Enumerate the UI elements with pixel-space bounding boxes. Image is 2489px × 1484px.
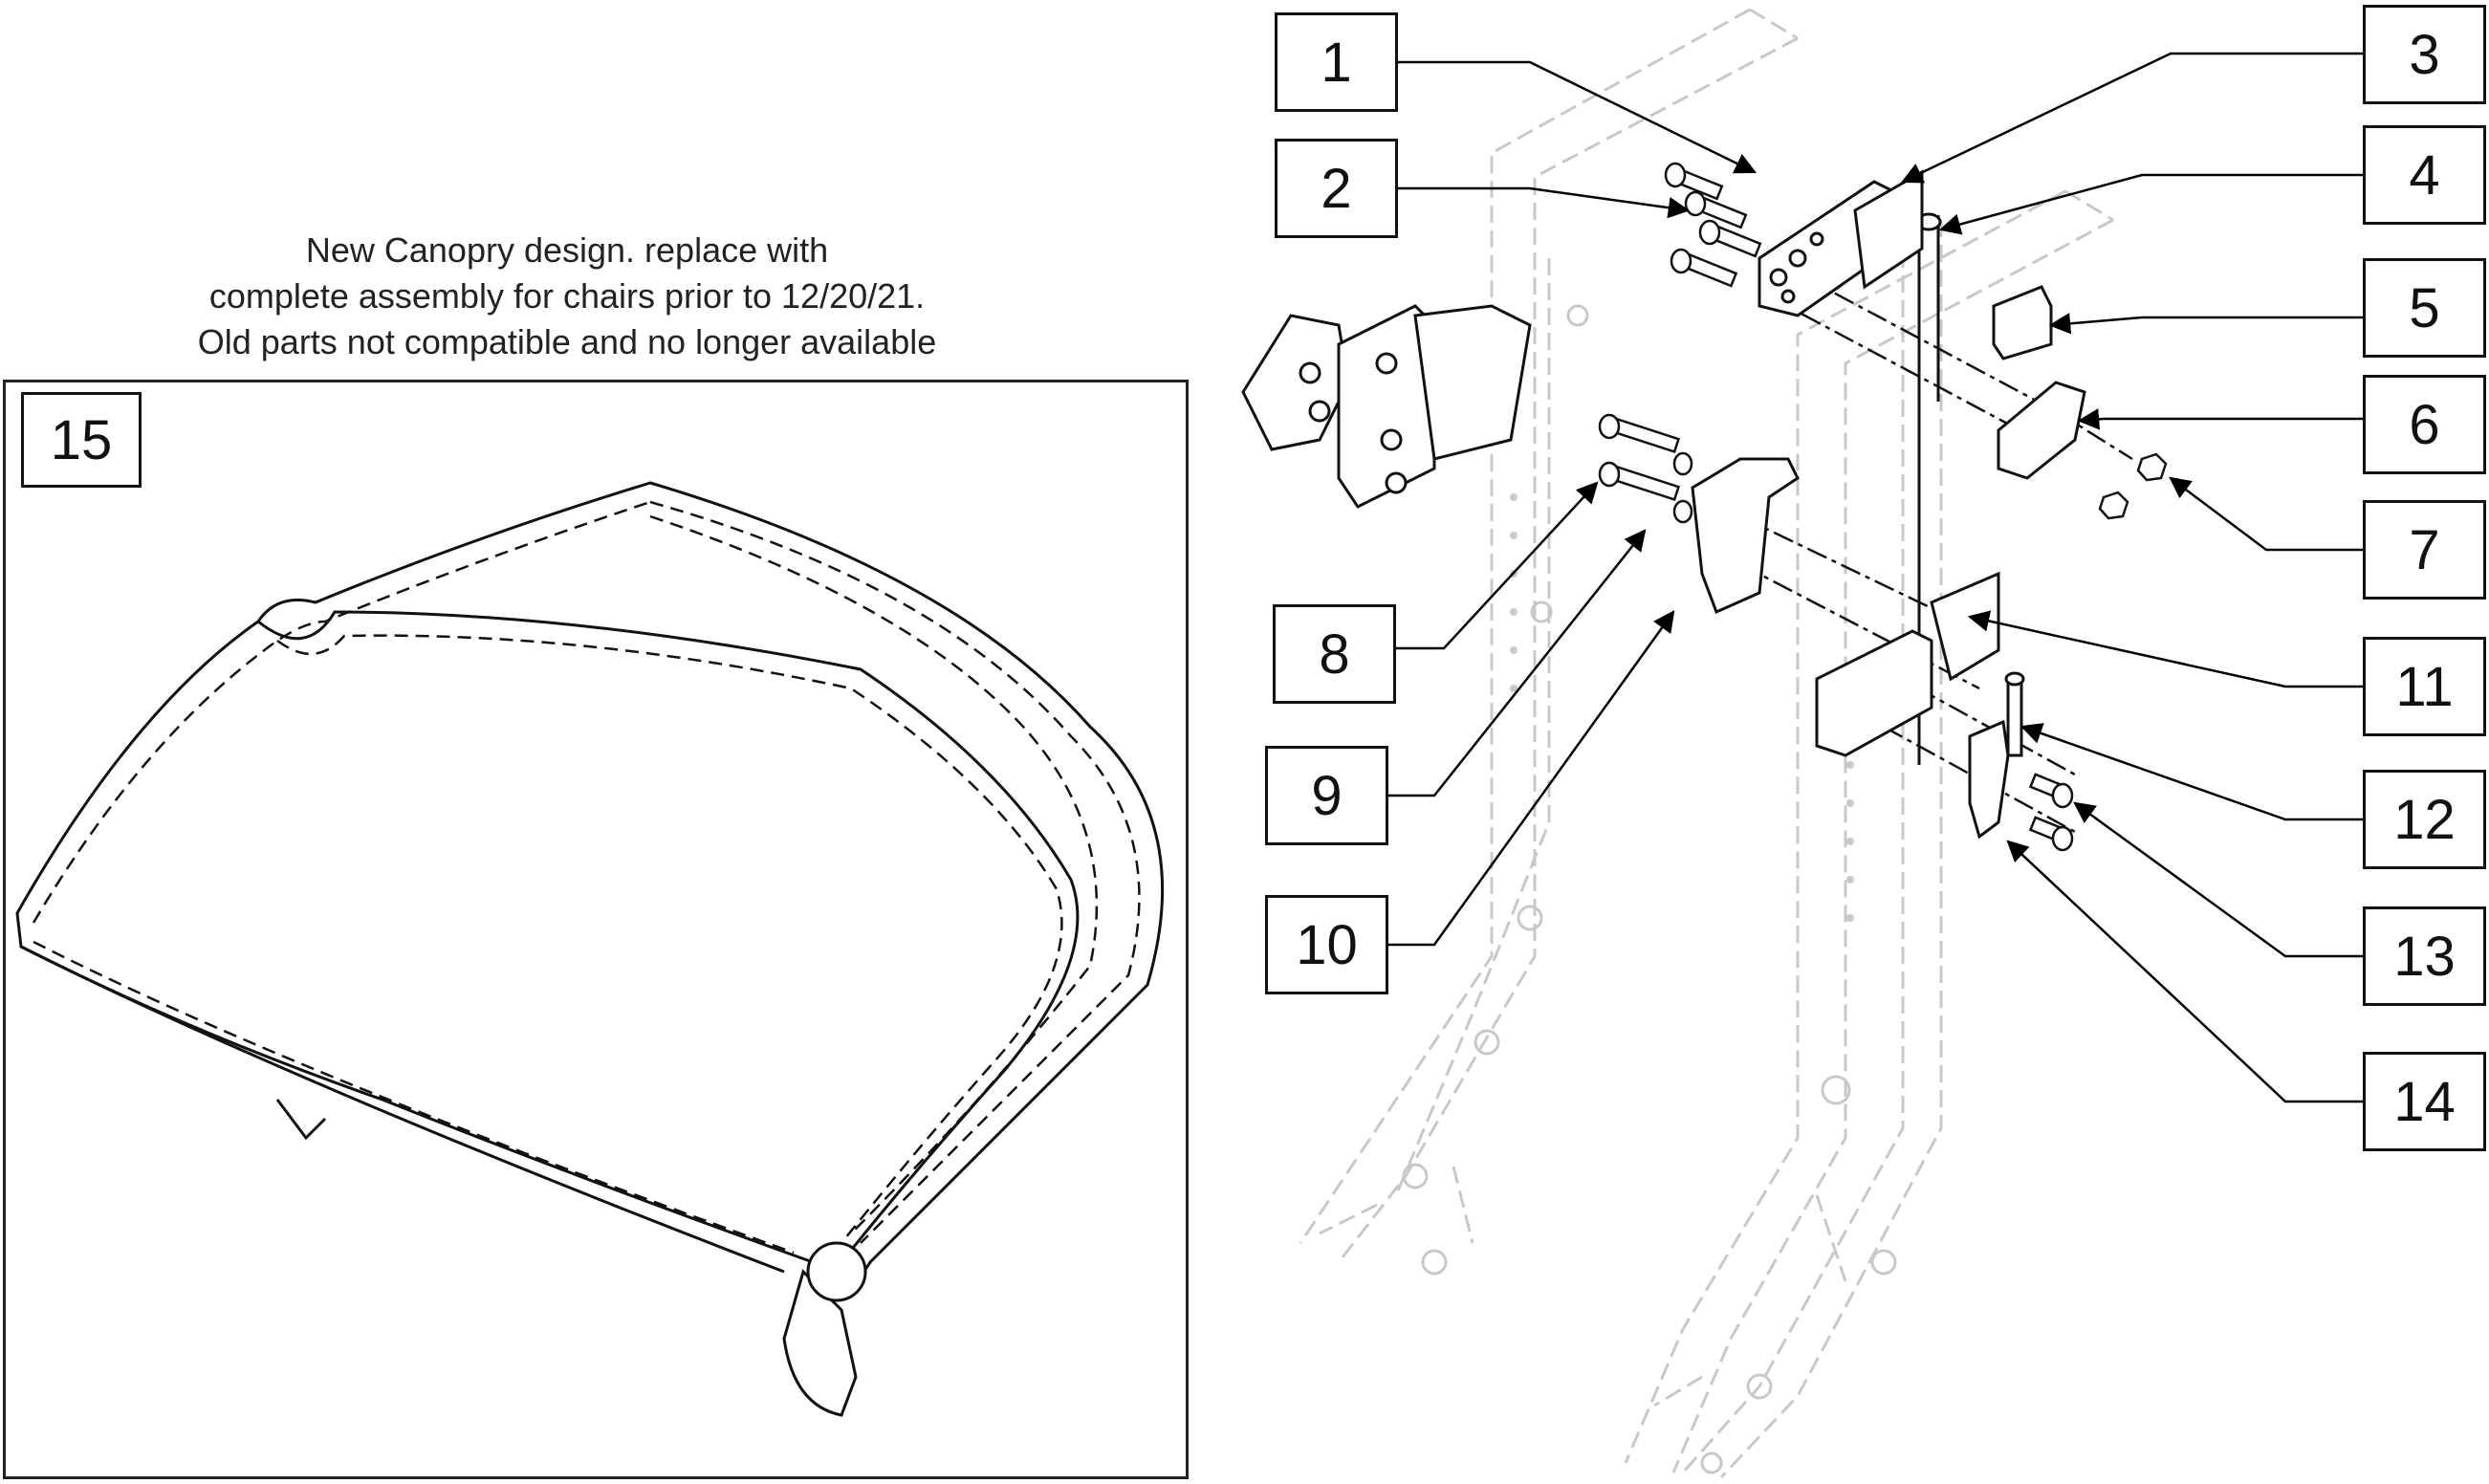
left-hinge	[1691, 457, 1800, 615]
callout-13: 13	[2363, 906, 2486, 1006]
compatibility-note: New Canopry design. replace with complet…	[103, 228, 1031, 365]
callout-6: 6	[2363, 375, 2486, 474]
side-clip	[1997, 381, 2086, 480]
canopy-panel	[3, 380, 1189, 1479]
chair-frame-outline	[1299, 8, 2114, 1479]
callout-2: 2	[1275, 139, 1398, 238]
screws-13	[2028, 773, 2074, 852]
screws-1-2	[1664, 162, 1762, 288]
lower-bracket-plate	[1815, 571, 2000, 757]
nuts	[2098, 452, 2168, 520]
note-line-3: Old parts not compatible and no longer a…	[197, 322, 937, 361]
hinge-detail	[1241, 304, 1532, 509]
callout-15: 15	[21, 392, 142, 488]
callout-14: 14	[2363, 1052, 2486, 1151]
callout-4: 4	[2363, 125, 2486, 225]
top-clip	[1992, 285, 2053, 360]
callout-1: 1	[1275, 12, 1398, 112]
canopy-illustration	[15, 481, 1165, 1417]
callout-3: 3	[2363, 5, 2486, 104]
callout-10: 10	[1265, 895, 1388, 994]
leader-lines	[1388, 52, 2363, 1103]
small-clip	[1968, 719, 2010, 840]
callout-9: 9	[1265, 746, 1388, 845]
note-line-1: New Canopry design. replace with	[305, 230, 829, 270]
callout-11: 11	[2363, 637, 2486, 736]
callout-5: 5	[2363, 258, 2486, 358]
note-line-2: complete assembly for chairs prior to 12…	[208, 276, 926, 316]
bolts-8-9	[1598, 413, 1693, 524]
callout-7: 7	[2363, 500, 2486, 600]
frame-adjust-holes	[1510, 493, 1854, 922]
hinge-pin	[2004, 671, 2025, 757]
canopy-stitching	[32, 500, 1141, 1255]
upper-bracket-plate	[1758, 169, 1924, 317]
callout-12: 12	[2363, 770, 2486, 869]
callout-8: 8	[1273, 604, 1396, 704]
